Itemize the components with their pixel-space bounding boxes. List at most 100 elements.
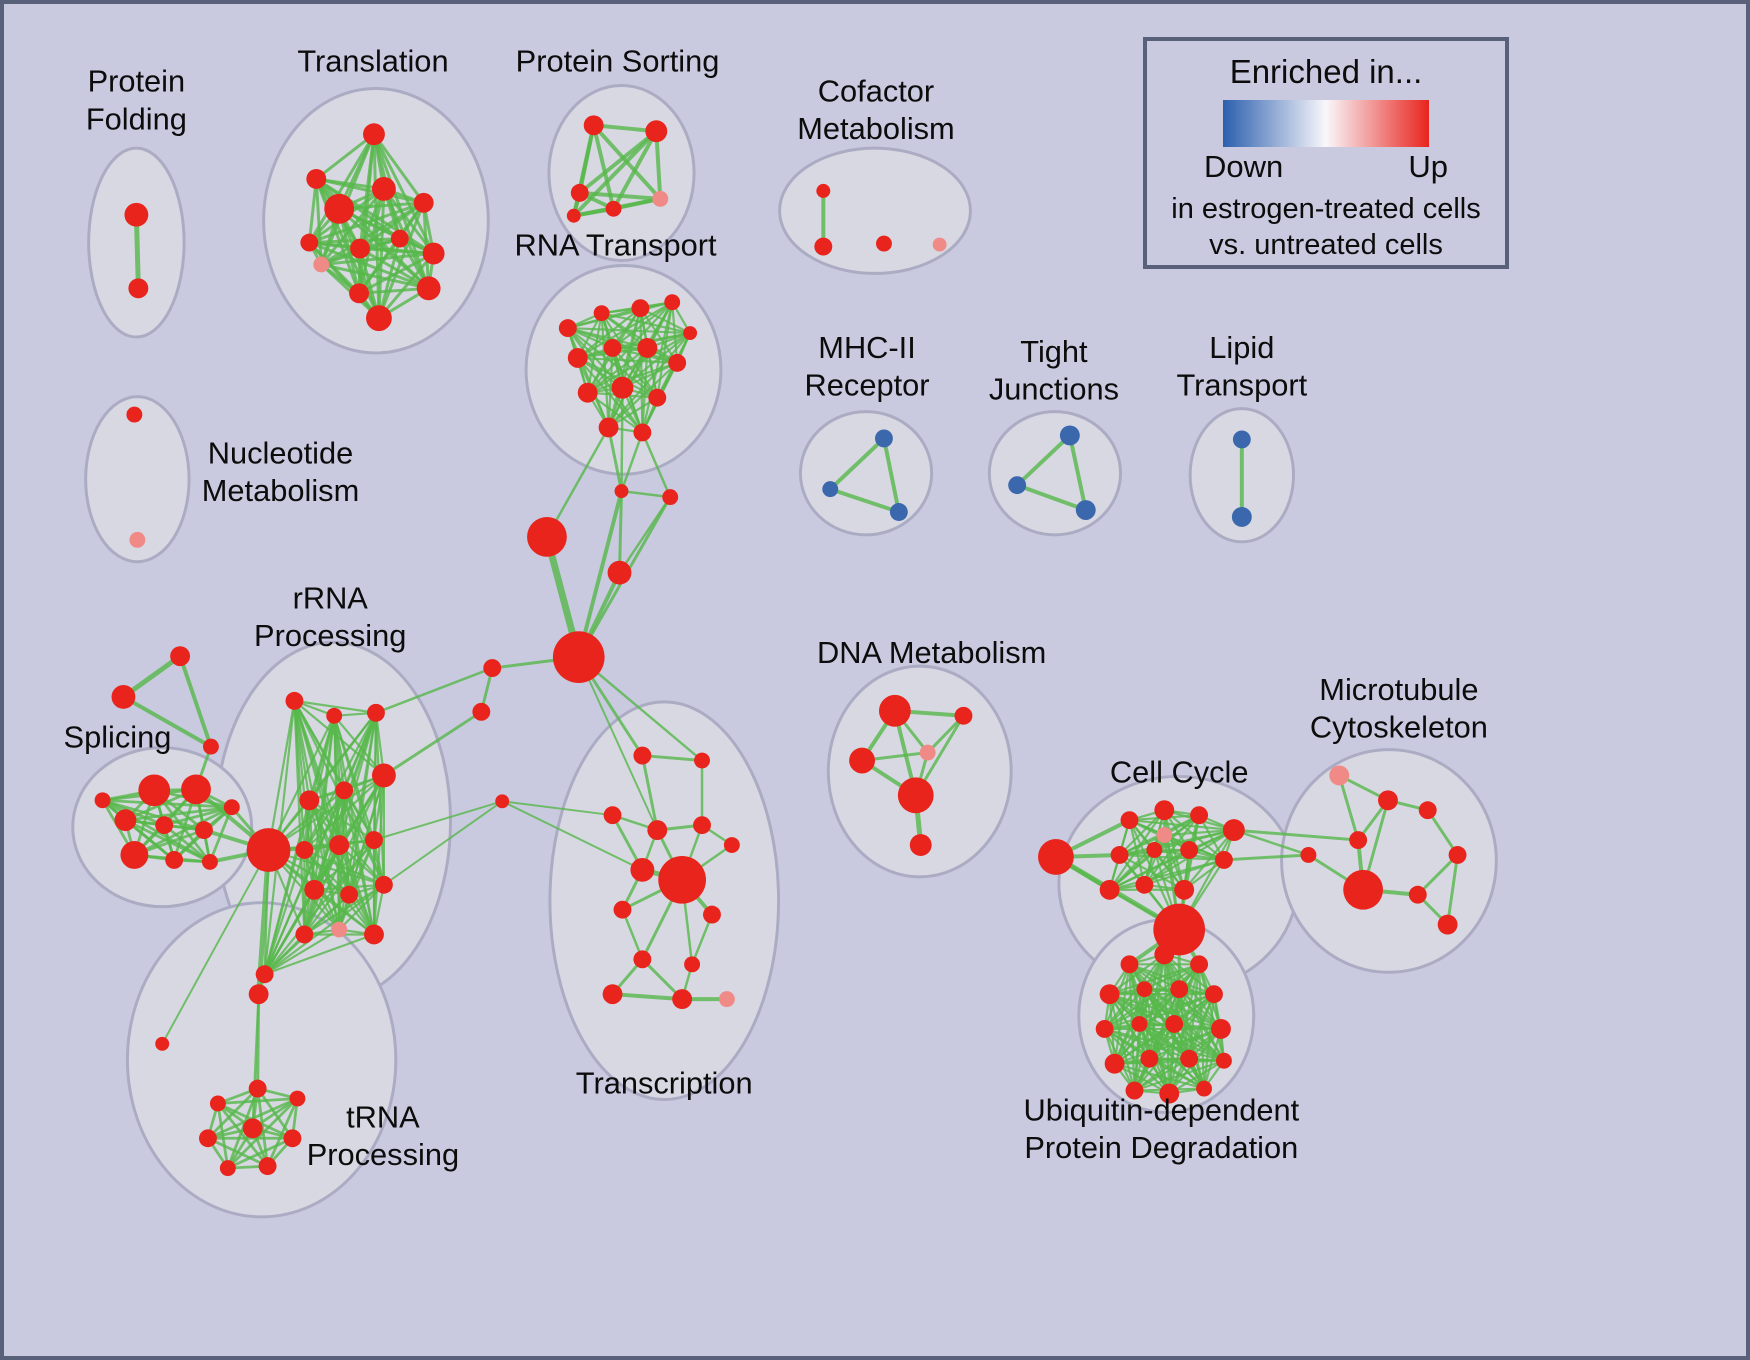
network-edge — [1143, 858, 1226, 886]
network-edge — [618, 495, 672, 574]
network-edge — [263, 888, 316, 976]
network-edge — [1426, 808, 1460, 857]
network-edge — [1108, 953, 1166, 996]
network-edge — [101, 798, 234, 809]
network-node-mh1 — [875, 429, 893, 448]
network-edge — [121, 694, 213, 749]
network-node-nm1 — [126, 406, 143, 423]
cluster-label-protein-sorting: Protein Sorting — [516, 44, 720, 79]
network-edge — [1113, 1022, 1176, 1065]
network-edge — [263, 848, 306, 976]
network-node-ps4 — [605, 200, 622, 217]
network-edge — [1108, 809, 1166, 891]
network-edge — [357, 237, 402, 295]
network-node-sp1 — [138, 774, 171, 807]
network-node-cc11 — [1099, 879, 1120, 900]
network-node-tn10 — [155, 1036, 170, 1051]
network-node-sp5 — [195, 821, 213, 840]
network-node-hub1 — [552, 631, 605, 683]
network-node-ub5 — [1136, 981, 1153, 998]
cluster-label-dna-metabolism: DNA Metabolism — [817, 635, 1046, 670]
network-node-t7 — [350, 238, 370, 259]
network-node-tn9 — [258, 1157, 277, 1176]
network-node-rr8 — [295, 841, 314, 859]
network-edge — [1133, 993, 1216, 1092]
network-edge — [374, 666, 494, 715]
network-edge — [1015, 433, 1072, 488]
cluster-ellipse-transcription — [548, 700, 781, 1102]
network-node-cc4 — [1190, 806, 1209, 825]
network-node-tj3 — [1075, 500, 1096, 520]
network-edge — [1148, 1057, 1206, 1090]
network-edge — [639, 307, 644, 434]
network-edge — [313, 838, 376, 891]
network-node-pf1 — [124, 202, 149, 227]
network-edge — [303, 883, 385, 936]
network-edge — [577, 655, 704, 762]
network-node-sp4 — [155, 816, 174, 835]
network-node-cc5 — [1222, 819, 1245, 842]
network-edge — [178, 654, 213, 749]
network-edge — [607, 346, 614, 429]
cluster-ellipse-cofactor-metabolism — [778, 146, 972, 275]
network-node-cc9 — [1180, 841, 1199, 859]
network-node-tr3 — [603, 806, 622, 825]
network-edge — [656, 301, 674, 399]
network-edge — [267, 774, 385, 852]
network-node-t4 — [300, 233, 319, 252]
network-node-lt1 — [1232, 430, 1251, 449]
network-node-rt3 — [631, 299, 650, 318]
network-node-ub9 — [1131, 1016, 1148, 1032]
network-node-ub15 — [1215, 1052, 1232, 1069]
network-node-lt2 — [1231, 507, 1252, 527]
network-node-rr14 — [331, 921, 348, 938]
network-node-rr1 — [285, 691, 304, 710]
network-node-mc5 — [1448, 846, 1467, 864]
network-node-t2 — [306, 169, 327, 189]
network-node-rr11 — [304, 879, 325, 900]
network-node-t12 — [416, 276, 441, 301]
network-edge — [372, 800, 504, 842]
network-edge — [206, 1087, 260, 1140]
network-node-dm5 — [897, 777, 934, 814]
network-edge — [1446, 853, 1460, 927]
network-node-y3 — [202, 738, 219, 755]
network-node-rr17 — [255, 965, 274, 984]
network-edge — [1103, 1027, 1226, 1062]
network-edge — [303, 789, 346, 936]
network-edge — [640, 754, 659, 832]
network-edge — [1232, 828, 1360, 842]
network-edge — [263, 799, 311, 976]
network-node-rr6 — [335, 781, 354, 800]
network-edge — [1337, 773, 1360, 842]
network-edge — [307, 201, 426, 245]
network-edge — [620, 386, 624, 493]
network-node-ub16 — [1125, 1081, 1144, 1100]
network-edge — [576, 307, 642, 359]
network-node-ub4 — [1099, 984, 1120, 1005]
network-node-rt8 — [637, 338, 658, 358]
network-node-tr13 — [602, 984, 623, 1005]
legend: Enriched in... Down Up in estrogen-treat… — [1143, 37, 1509, 269]
network-node-rt1 — [558, 319, 577, 338]
network-edge — [377, 252, 436, 320]
network-edge — [1113, 1062, 1171, 1095]
network-node-tn5 — [199, 1129, 217, 1148]
network-node-x6 — [472, 702, 491, 721]
network-node-t11 — [349, 283, 369, 304]
network-node-x2 — [662, 489, 679, 506]
network-edge — [358, 247, 431, 290]
network-node-mh2 — [822, 481, 839, 498]
network-edge — [1108, 848, 1191, 891]
network-edge — [267, 699, 296, 852]
network-edge — [307, 177, 318, 245]
network-node-rr3 — [367, 703, 385, 722]
network-edge — [319, 187, 386, 266]
network-edge — [1108, 963, 1201, 996]
network-edge — [314, 177, 426, 205]
network-node-sp3 — [114, 809, 137, 832]
network-node-y2 — [111, 684, 136, 709]
